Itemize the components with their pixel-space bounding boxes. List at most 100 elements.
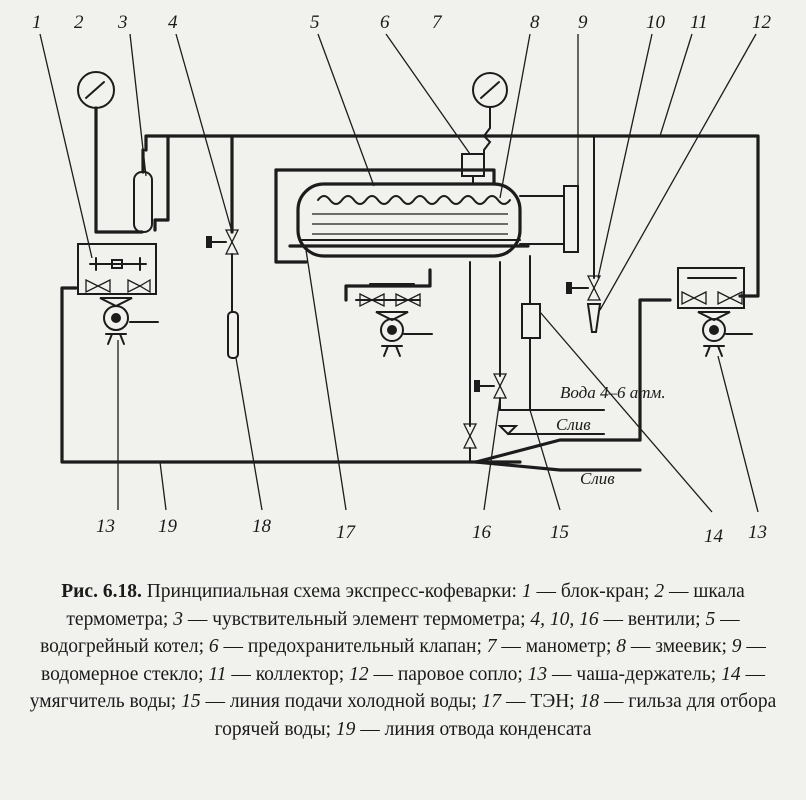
callout-2: 2: [74, 12, 84, 33]
water-gauge-glass: [519, 185, 579, 253]
callout-4: 4: [168, 12, 178, 33]
caption-item-text: манометр: [525, 636, 606, 658]
callout-1: 1: [32, 12, 42, 33]
caption-item-number: 9: [731, 636, 742, 658]
caption-item-number: 19: [335, 718, 356, 740]
caption-item-text: ТЭН: [530, 691, 570, 713]
line-labels: Вода 4–6 атм. Слив Слив: [556, 383, 666, 488]
caption-item-number: 1: [521, 581, 532, 602]
caption-item-number: 5: [705, 608, 716, 630]
caption-item: 12 — паровое сопло;: [349, 663, 523, 685]
caption-item-number: 13: [527, 663, 548, 685]
caption-item-text: водомерное стекло: [41, 663, 199, 685]
valve-and-sleeve: [206, 134, 240, 359]
caption-item: 1 — блок-кран;: [521, 581, 650, 602]
callout-15: 15: [550, 522, 569, 543]
schematic-figure: 1 2 3 4 5 6 7 8 9 10 11 12 13 19 18 17 1…: [32, 12, 772, 547]
caption-item: 2 — шкала термометра;: [66, 581, 745, 630]
callout-6: 6: [380, 12, 390, 33]
callout-3: 3: [117, 12, 128, 33]
callout-11: 11: [690, 12, 708, 33]
block-valve-middle: [344, 268, 433, 357]
caption-item: 15 — линия подачи холодной воды;: [181, 691, 477, 713]
caption-item: 13 — чаша-держатель;: [527, 663, 717, 685]
caption-item: 4, 10, 16 — вентили;: [530, 608, 701, 630]
cup-holder-icon: [702, 318, 726, 342]
label-drain-lower: Слив: [580, 469, 615, 488]
caption-item-number: 3: [173, 608, 183, 630]
steam-valve-and-nozzle: [566, 135, 602, 333]
safety-valve-icon: [461, 153, 485, 177]
caption-item: 18 — гильза для отбора горячей воды;: [214, 691, 777, 740]
caption-item-text: змеевик: [655, 636, 722, 658]
caption-item: 6 — предохранительный клапан;: [208, 636, 482, 658]
caption-item: 3 — чувствительный элемент термометра;: [173, 608, 526, 630]
collector-pipework: [60, 134, 760, 472]
caption-item-text: линия подачи холодной воды: [229, 691, 472, 713]
callout-7: 7: [432, 12, 443, 33]
caption-item: 17 — ТЭН;: [481, 691, 575, 713]
caption-item-text: шкала термометра: [66, 581, 745, 630]
callout-numbers: 1 2 3 4 5 6 7 8 9 10 11 12 13 19 18 17 1…: [32, 12, 772, 547]
callout-16: 16: [472, 522, 492, 543]
schematic-diagram: 1 2 3 4 5 6 7 8 9 10 11 12 13 19 18 17 1…: [32, 12, 772, 547]
callout-14: 14: [704, 526, 724, 547]
label-drain-upper: Слив: [556, 415, 591, 434]
callout-17: 17: [336, 522, 357, 543]
caption-item-number: 18: [579, 691, 600, 713]
caption-item-text: предохранительный клапан: [247, 636, 477, 658]
gauge-glass-icon: [563, 185, 579, 253]
caption-item-number: 2: [654, 581, 665, 602]
caption-item: 5 — водогрейный котел;: [40, 608, 740, 658]
caption-item-text: чаша-держатель: [576, 663, 711, 685]
thermometer-sensor-icon: [133, 171, 153, 233]
caption-item: 14 — умягчитель воды;: [29, 663, 765, 713]
caption-item: 19 — линия отвода конденсата: [335, 718, 592, 740]
callout-13-left: 13: [96, 516, 115, 537]
caption-item: 7 — манометр;: [486, 636, 612, 658]
caption-item-text: чувствительный элемент термометра: [212, 608, 521, 630]
caption-item-number: 4, 10, 16: [530, 608, 599, 630]
caption-item: 9 — водомерное стекло;: [41, 636, 766, 685]
safety-valve-and-manometer: [461, 72, 508, 185]
caption-item-text: вентили: [627, 608, 696, 630]
caption-item-number: 8: [616, 636, 627, 658]
caption-item: 11 — коллектор;: [208, 663, 345, 685]
callout-8: 8: [530, 12, 540, 33]
caption-item-text: гильза для отбора горячей воды: [214, 691, 777, 740]
callout-12: 12: [752, 12, 772, 33]
caption-item-number: 15: [181, 691, 201, 713]
caption-item-text: умягчитель воды: [29, 691, 171, 713]
caption-item-number: 7: [486, 636, 497, 658]
callout-9: 9: [578, 12, 588, 33]
block-valve-left: [77, 243, 159, 345]
block-valve-right: [677, 267, 753, 357]
caption-item-number: 17: [481, 691, 502, 713]
thermometer: [77, 71, 153, 234]
steam-nozzle-icon: [586, 303, 602, 333]
cup-holder-icon: [380, 318, 404, 342]
caption-item-text: паровое сопло: [397, 663, 518, 685]
caption-item-number: 6: [208, 636, 219, 658]
caption-item-text: блок-кран: [560, 581, 645, 602]
caption-item: 8 — змеевик;: [616, 636, 727, 658]
caption-item-text: линия отвода конденсата: [384, 718, 592, 740]
sampling-sleeve-icon: [227, 311, 239, 359]
caption-item-number: 12: [349, 663, 369, 685]
leader-lines: [39, 33, 759, 513]
callout-13-right: 13: [748, 522, 767, 543]
caption-item-text: водогрейный котел: [40, 636, 199, 658]
callout-18: 18: [252, 516, 272, 537]
figure-title: Принципиальная схема экспресс-кофеварки:: [146, 581, 517, 602]
figure-caption: Рис. 6.18. Принципиальная схема экспресс…: [12, 578, 794, 744]
caption-item-text: коллектор: [255, 663, 339, 685]
water-softener-icon: [521, 303, 541, 339]
cup-holder-icon: [103, 305, 129, 331]
boiler-body: [296, 182, 522, 258]
callout-19: 19: [158, 516, 178, 537]
figure-number: Рис. 6.18.: [61, 581, 142, 602]
coil-8: [317, 195, 511, 205]
caption-item-number: 11: [208, 663, 227, 685]
callout-5: 5: [310, 12, 320, 33]
caption-legend-items: 1 — блок-кран; 2 — шкала термометра; 3 —…: [30, 581, 776, 740]
